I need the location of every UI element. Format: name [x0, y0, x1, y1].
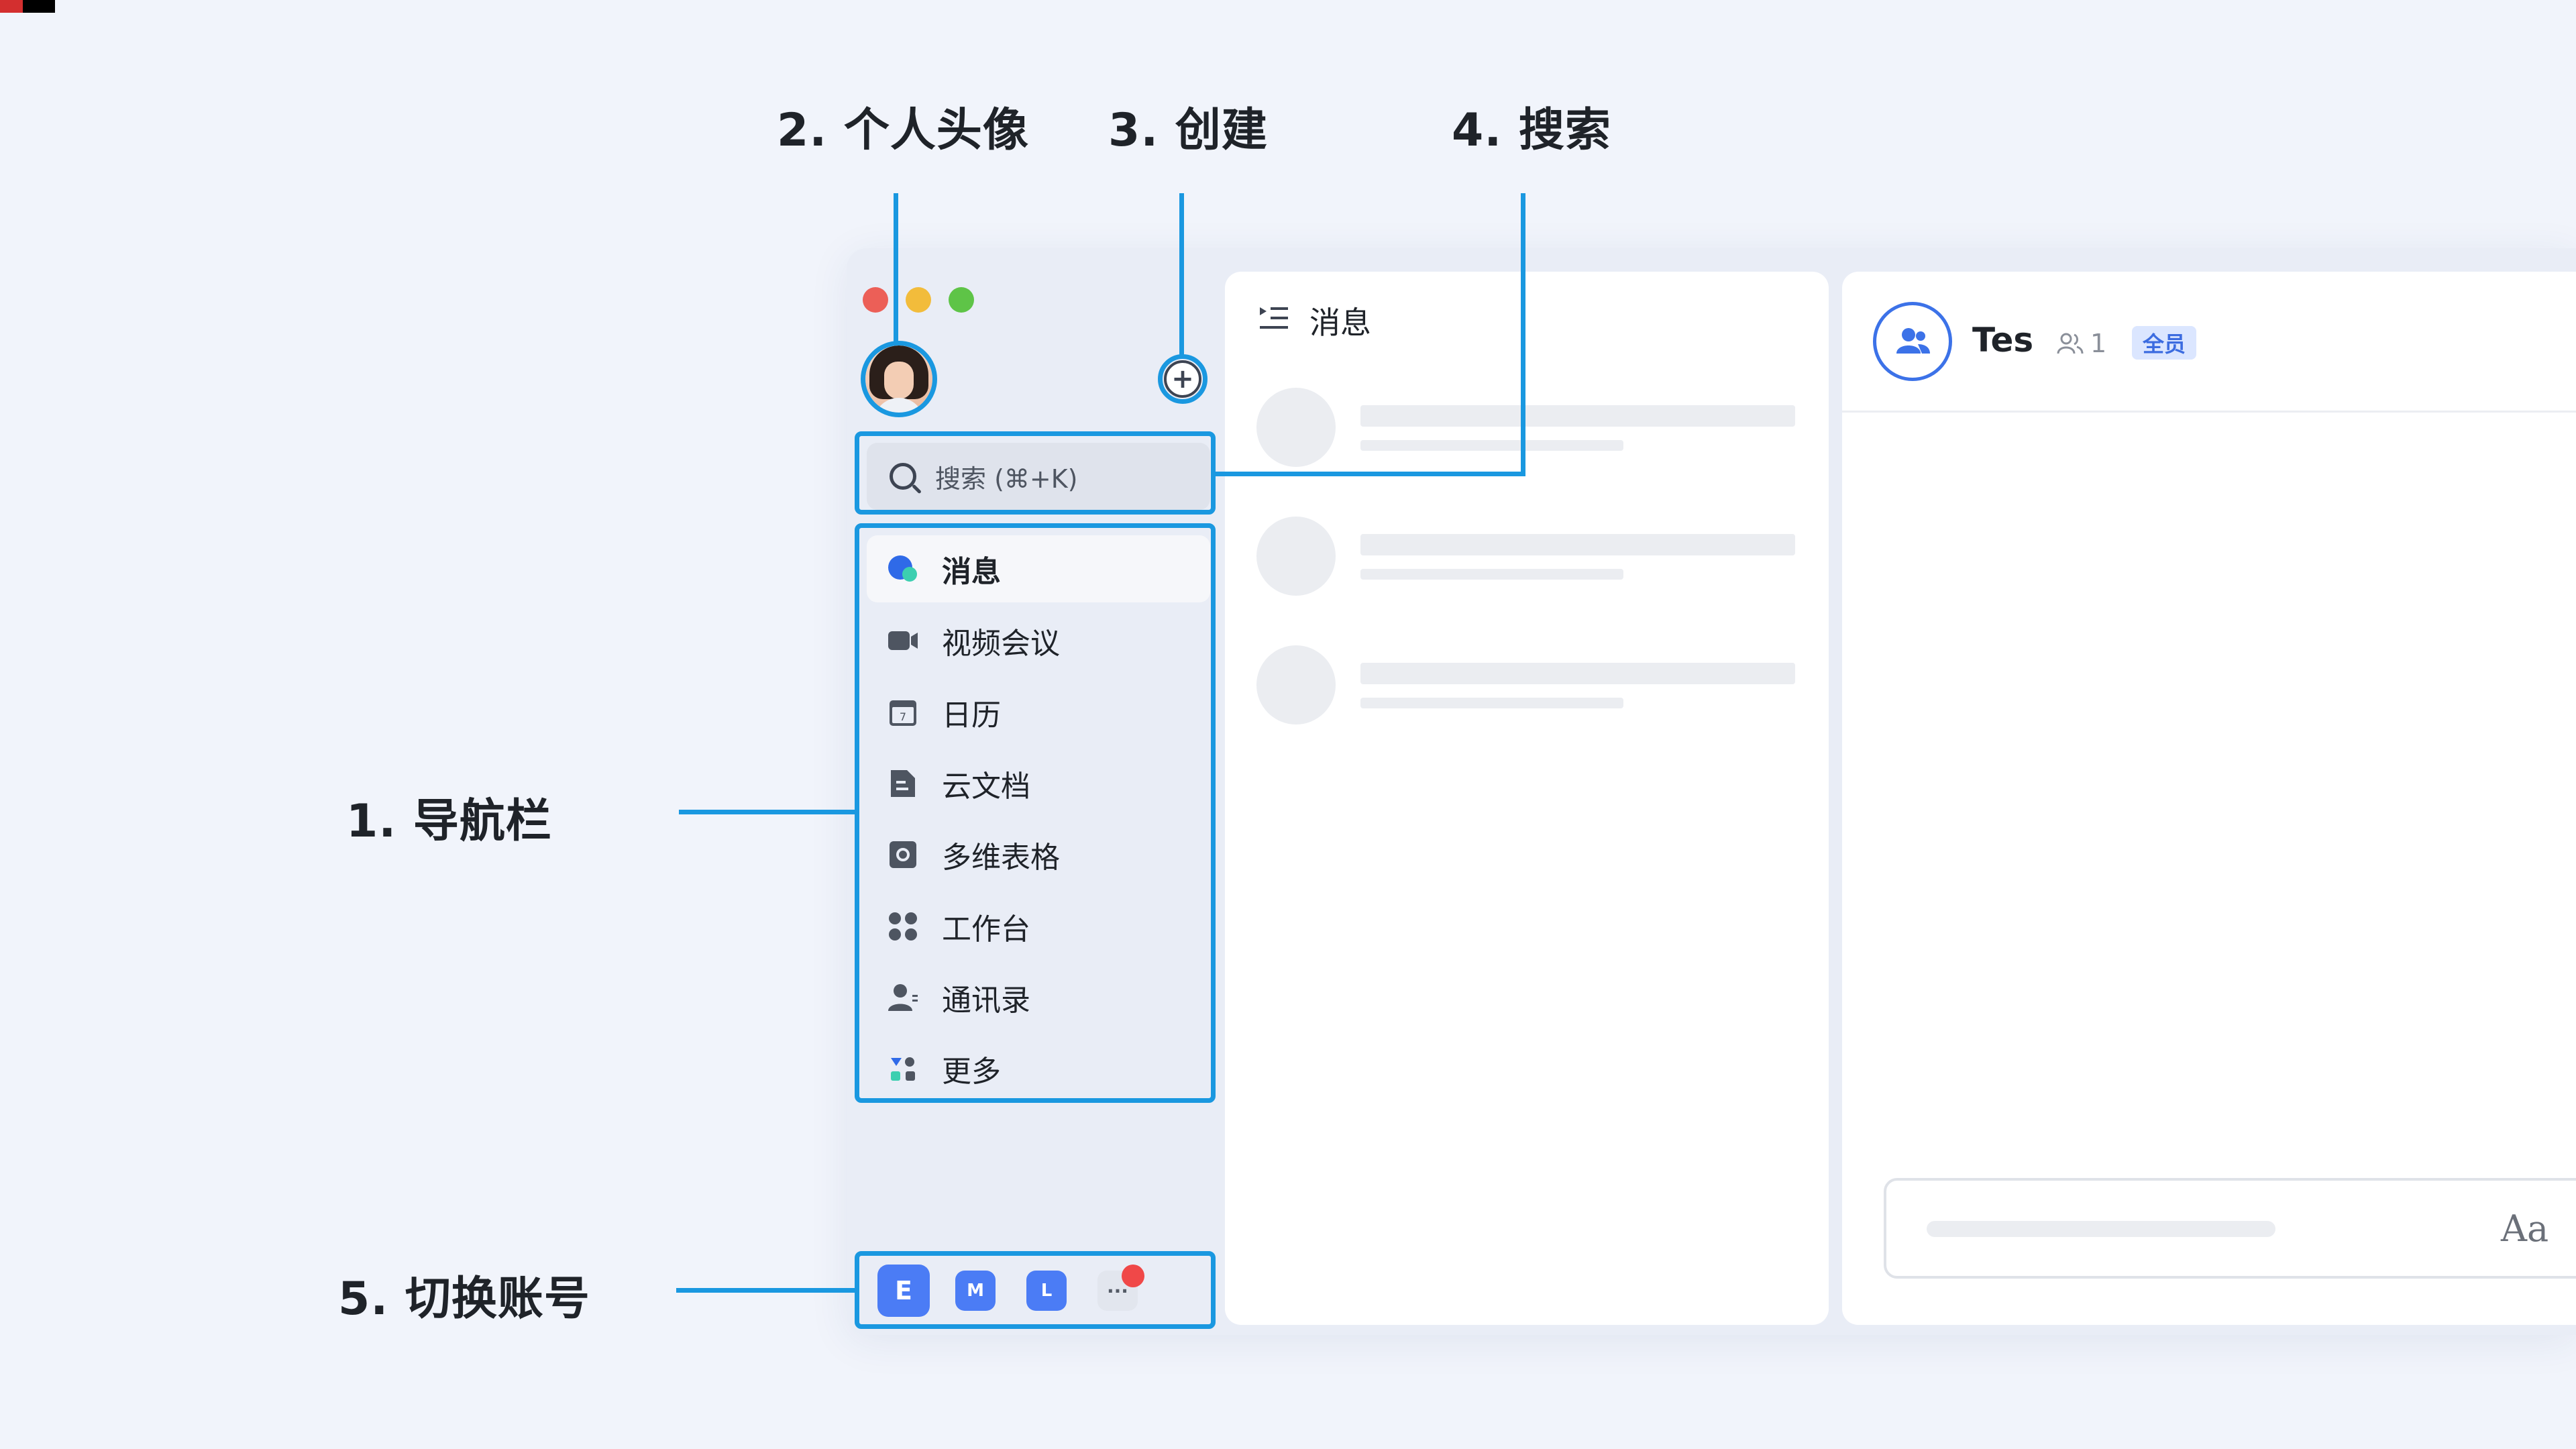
nav-item-more[interactable]: 更多 — [867, 1035, 1210, 1102]
search-input[interactable]: 搜索 (⌘+K) — [867, 443, 1210, 510]
group-icon — [1896, 328, 1930, 354]
document-icon — [887, 767, 919, 800]
skeleton-avatar — [1256, 517, 1336, 596]
account-m[interactable]: M — [955, 1271, 996, 1311]
nav-item-workplace[interactable]: 工作台 — [867, 893, 1210, 960]
corner-mark — [0, 0, 55, 13]
create-connector — [1179, 193, 1184, 356]
search-connector-vertical — [1521, 193, 1525, 476]
annotation-create: 3. 创建 — [1108, 104, 1268, 157]
nav-item-video-meeting[interactable]: 视频会议 — [867, 607, 1210, 674]
skeleton-line — [1360, 405, 1795, 427]
nav-item-base[interactable]: 多维表格 — [867, 821, 1210, 888]
nav-item-label: 多维表格 — [942, 841, 1060, 875]
search-placeholder: 搜索 (⌘+K) — [935, 464, 1078, 494]
avatar-highlight — [861, 341, 937, 417]
message-list-title: 消息 — [1309, 305, 1371, 341]
nav-item-messages[interactable]: 消息 — [867, 535, 1210, 602]
maximize-window-button[interactable] — [949, 287, 974, 313]
group-avatar[interactable] — [1873, 302, 1952, 381]
collapse-list-icon[interactable] — [1258, 303, 1289, 339]
apps-grid-icon — [887, 910, 919, 943]
nav-item-label: 日历 — [942, 698, 1001, 733]
chat-panel — [1842, 272, 2576, 1325]
members-icon — [2057, 333, 2084, 354]
account-l[interactable]: L — [1026, 1271, 1067, 1311]
input-placeholder-skeleton — [1927, 1221, 2275, 1237]
search-highlight — [855, 431, 1216, 515]
base-table-icon — [887, 839, 919, 871]
nav-highlight — [855, 523, 1216, 1103]
nav-item-contacts[interactable]: 通讯录 — [867, 964, 1210, 1031]
nav-item-label: 工作台 — [942, 912, 1030, 947]
skeleton-line — [1360, 663, 1795, 684]
contacts-icon — [887, 981, 919, 1014]
search-icon — [890, 463, 916, 490]
calendar-icon: 7 — [887, 696, 919, 729]
nav-item-label: 云文档 — [942, 769, 1030, 804]
member-count-value: 1 — [2090, 329, 2107, 358]
chat-name: Tes — [1972, 321, 2034, 360]
nav-connector — [679, 810, 856, 814]
account-e[interactable]: E — [877, 1265, 930, 1317]
avatar-connector — [894, 193, 898, 342]
all-members-tag: 全员 — [2132, 326, 2197, 360]
calendar-day: 7 — [900, 710, 906, 723]
annotation-search: 4. 搜索 — [1452, 104, 1611, 157]
search-connector-horizontal — [1214, 472, 1525, 476]
skeleton-avatar — [1256, 388, 1336, 467]
chat-header-divider — [1842, 411, 2576, 413]
nav-item-calendar[interactable]: 7 日历 — [867, 679, 1210, 746]
skeleton-line — [1360, 569, 1623, 580]
video-camera-icon — [887, 625, 919, 657]
nav-item-label: 视频会议 — [942, 627, 1060, 661]
skeleton-line — [1360, 698, 1623, 708]
notification-badge — [1122, 1265, 1144, 1287]
annotation-switch: 5. 切换账号 — [338, 1273, 590, 1326]
message-list-header: 消息 — [1258, 299, 1371, 343]
account-connector — [676, 1288, 856, 1293]
nav-item-label: 消息 — [942, 555, 1001, 589]
account-switch-highlight — [855, 1251, 1216, 1329]
annotation-nav: 1. 导航栏 — [346, 795, 552, 848]
nav-item-label: 更多 — [942, 1055, 1001, 1089]
minimize-window-button[interactable] — [906, 287, 931, 313]
member-count[interactable]: 1 — [2057, 329, 2106, 358]
chat-bubble-icon — [887, 553, 919, 585]
more-apps-icon — [887, 1053, 919, 1085]
annotation-avatar: 2. 个人头像 — [777, 104, 1029, 157]
skeleton-line — [1360, 534, 1795, 555]
nav-item-label: 通讯录 — [942, 983, 1030, 1018]
nav-item-docs[interactable]: 云文档 — [867, 750, 1210, 817]
create-highlight — [1158, 354, 1208, 404]
font-format-icon[interactable]: Aa — [2501, 1208, 2549, 1250]
skeleton-avatar — [1256, 645, 1336, 724]
skeleton-line — [1360, 440, 1623, 451]
close-window-button[interactable] — [863, 287, 888, 313]
